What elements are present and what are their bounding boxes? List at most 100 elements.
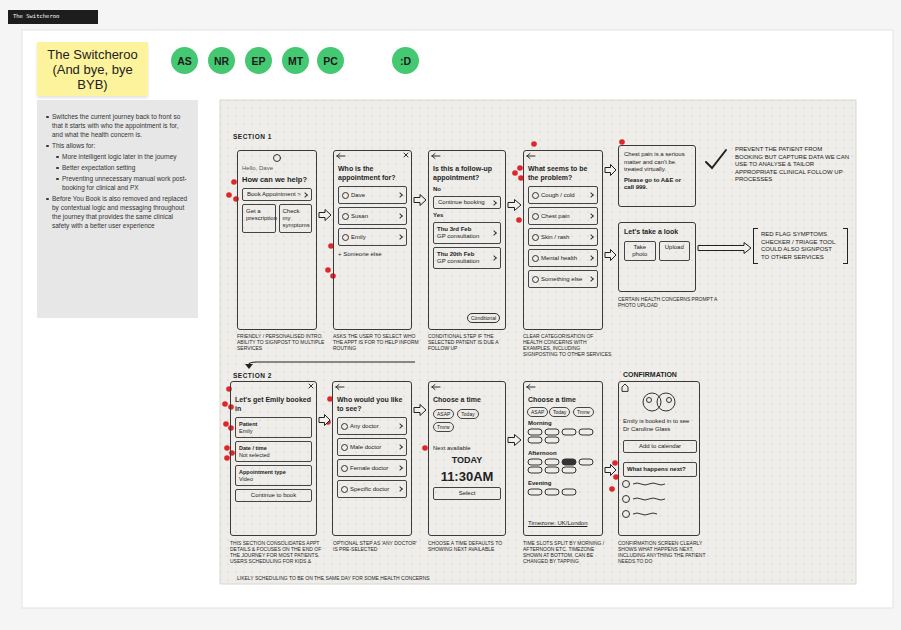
node-text: Continue booking [438, 199, 491, 206]
node-text: Today [461, 411, 474, 417]
node-text: ASAP [437, 411, 450, 417]
node-text: + Someone else [338, 251, 407, 258]
node-text: Cough / cold [541, 192, 588, 199]
detail-card: PatientEmily [235, 417, 312, 438]
button: Upload [659, 241, 691, 261]
node-text: Timezone: UK/London [528, 520, 600, 528]
button: Book Appointment > [242, 188, 312, 201]
node-text: Choose a time [528, 396, 600, 405]
node-text: Morning [528, 420, 600, 428]
phone-screen: Hello, DaveHow can we help?Book Appointm… [237, 150, 317, 330]
node-text: What seems to be the problem? [528, 165, 598, 182]
check-mark [706, 150, 726, 168]
node-text: Better expectation setting [43, 163, 190, 172]
node-text: Video [239, 476, 308, 483]
button: Add to calendar [623, 440, 697, 453]
node-text: Choose a time [433, 396, 501, 405]
detail-card: Date / timeNot selected [235, 441, 312, 462]
avatar-badge: PC [317, 47, 344, 74]
list-item: Something else [528, 270, 598, 288]
node-text: 11:30AM [433, 469, 501, 484]
avatar-badge: NR [208, 47, 235, 74]
node-text: Get a prescription [246, 208, 266, 222]
node-text: Emily [351, 234, 397, 241]
caption-text: LIKELY SCHEDULING TO BE ON THE SAME DAY … [237, 575, 497, 581]
node-text: What happens next? [627, 466, 687, 473]
block-arrow [605, 465, 616, 476]
detail-card: Appointment typeVideo [235, 465, 312, 486]
list-item: Emily [338, 228, 407, 246]
node-text: GP consultation [437, 233, 491, 240]
node-text: Select [438, 490, 496, 497]
list-item: Dave [338, 186, 407, 204]
section-link-arrow [249, 362, 415, 364]
node-text: NR [214, 55, 229, 67]
node-text: Emily is booked in to see Dr Caroline Gl… [623, 418, 697, 433]
node-text: This allows for: [43, 141, 190, 150]
button: Select [433, 487, 501, 500]
caption-text: FRIENDLY / PERSONALISED INTRO. ABILITY T… [237, 333, 329, 351]
tag-badge: Conditional [467, 313, 500, 323]
node-text: Patient [239, 421, 308, 428]
phone-screen: What seems to be the problem? Cough / col… [523, 150, 603, 330]
node-text: EP [251, 55, 265, 67]
notes-panel: Switches the current journey back to fro… [37, 100, 198, 318]
node-text: Appointment type [239, 469, 308, 476]
node-text: The Switcheroo (And bye, bye BYB) [41, 47, 144, 92]
tile: Check my symptoms [279, 204, 313, 233]
annotation-text: PREVENT THE PATIENT FROM BOOKING BUT CAP… [735, 146, 850, 184]
info-box: What happens next? [623, 462, 697, 477]
board-frame [22, 30, 893, 608]
confirmation-illustration [623, 393, 676, 518]
node-text: Conditional [471, 315, 496, 321]
node-text: Thu 3rd Feb [437, 226, 491, 233]
node-text: Switches the current journey back to fro… [43, 112, 190, 139]
caption-text: ASKS THE USER TO SELECT WHO THE APPT IS … [333, 333, 423, 351]
tab-pill: Today [549, 407, 570, 417]
node-text: Please go to A&E or call 999. [624, 177, 690, 192]
node-text: Let's take a look [624, 228, 690, 237]
node-text: Who is the appointment for? [338, 165, 407, 182]
list-item: Female doctor [337, 459, 407, 477]
node-text: Something else [541, 276, 588, 283]
tab-pill: Tmrw [573, 407, 594, 417]
node-text: Date / time [239, 445, 308, 452]
node-text: Tmrw [577, 409, 590, 415]
button: Continue booking [433, 196, 501, 209]
arrow-head [245, 364, 253, 369]
list-item: Any doctor [337, 417, 407, 435]
phone-screen: Chest pain is a serious matter and can't… [618, 145, 696, 207]
node-text: ASAP [531, 409, 544, 415]
phone-screen: Who is the appointment for? + Someone els… [333, 150, 412, 330]
node-text: Any doctor [350, 423, 397, 430]
phone-screen: Is this a follow-up appointment?NoYesCon… [428, 150, 506, 330]
node-text: Take photo [629, 244, 651, 258]
node-text: Book Appointment > [247, 191, 302, 198]
caption-text: THIS SECTION CONSOLIDATES APPT DETAILS &… [230, 540, 328, 564]
node-text: :D [400, 55, 411, 67]
tab-pill: ASAP [433, 409, 454, 419]
node-text: Hello, Dave [242, 165, 312, 172]
caption-text: CLEAR CATEGORISATION OF HEALTH CONCERNS … [523, 333, 613, 357]
node-text: Add to calendar [628, 443, 692, 450]
tile: Get a prescription [242, 204, 276, 233]
node-text: Susan [351, 213, 397, 220]
node-text: Chest pain is a serious matter and can't… [624, 151, 690, 174]
block-arrow [414, 195, 426, 206]
node-text: More intelligent logic later in the jour… [43, 152, 190, 161]
caption-text: CHOOSE A TIME DEFAULTS TO SHOWING NEXT A… [428, 540, 518, 552]
tab-pill: Tmrw [433, 422, 454, 432]
avatar-badge: EP [245, 47, 272, 74]
node-text: Next available [433, 445, 501, 453]
block-arrow [414, 405, 426, 416]
node-text: Check my symptoms [283, 208, 303, 229]
node-text: Female doctor [350, 465, 397, 472]
sketch-photo [220, 100, 856, 584]
list-item: Thu 20th FebGP consultation [433, 247, 501, 269]
node-text: Let's get Emily booked in [235, 396, 312, 413]
phone-screen: Choose a timeNext availableTODAY11:30AMA… [428, 381, 506, 536]
button: Take photo [624, 241, 656, 261]
node-text: Tmrw [437, 424, 450, 430]
list-item: Chest pain [528, 207, 598, 225]
